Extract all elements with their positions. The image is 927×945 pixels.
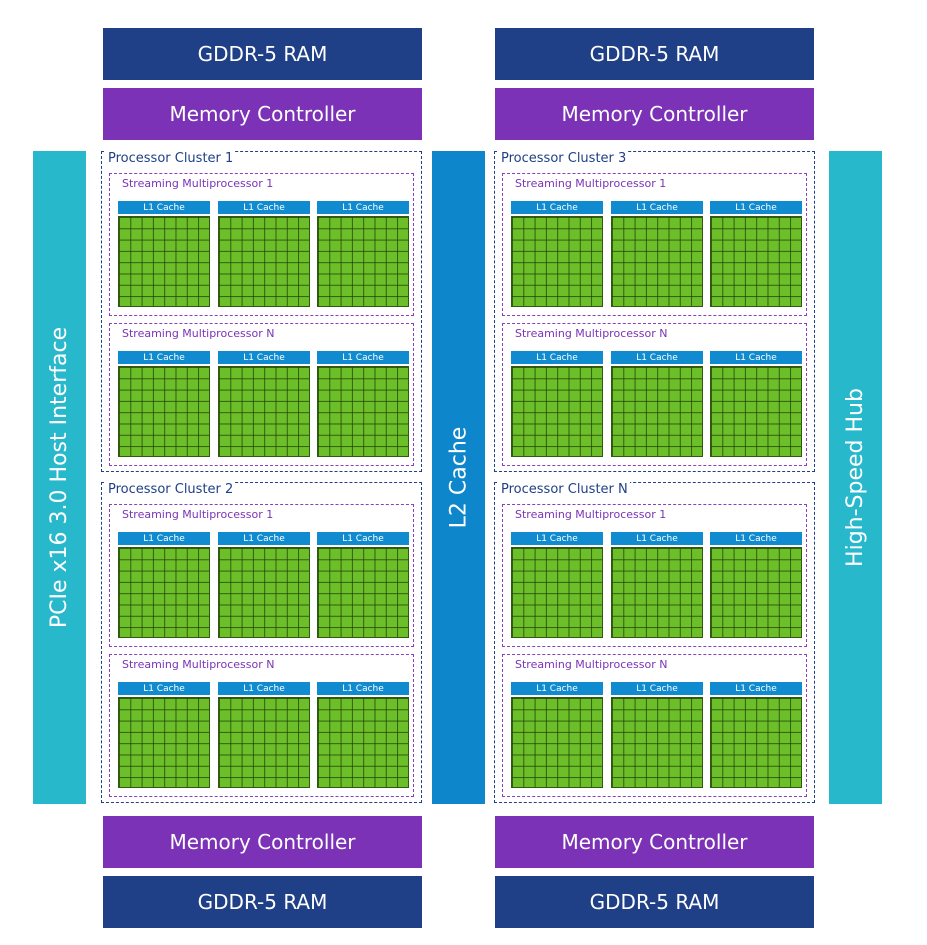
- cuda-core-grid: [611, 547, 703, 638]
- processor-cluster: Processor Cluster 3 Streaming Multiproces…: [494, 151, 815, 472]
- cuda-core-grid: [710, 216, 802, 307]
- cuda-core-grid: [611, 697, 703, 788]
- cuda-core-grid: [218, 547, 310, 638]
- cuda-core-grid: [118, 697, 210, 788]
- streaming-multiprocessor: Streaming Multiprocessor 1 L1 Cache L1 Cac…: [109, 504, 414, 647]
- l1-cache: L1 Cache: [218, 201, 310, 214]
- streaming-multiprocessor-title: Streaming Multiprocessor N: [122, 327, 275, 340]
- cuda-core-grid: [218, 216, 310, 307]
- hub-label: High-Speed Hub: [843, 388, 869, 567]
- streaming-multiprocessor: Streaming Multiprocessor 1 L1 Cache L1 Cac…: [109, 173, 414, 316]
- cuda-core-grid: [118, 366, 210, 457]
- cuda-core-grid: [710, 547, 802, 638]
- host-interface-label: PCIe x16 3.0 Host Interface: [47, 326, 72, 629]
- streaming-multiprocessor: Streaming Multiprocessor N L1 Cache L1 Cac…: [502, 654, 807, 797]
- processor-cluster: Processor Cluster 1 Streaming Multiproces…: [101, 151, 422, 472]
- cuda-core-grid: [317, 216, 409, 307]
- cuda-core-grid: [710, 697, 802, 788]
- l1-cache: L1 Cache: [611, 201, 703, 214]
- ram-label: GDDR-5 RAM: [589, 890, 720, 914]
- cuda-core-grid: [317, 366, 409, 457]
- l1-cache: L1 Cache: [710, 351, 802, 364]
- l1-cache: L1 Cache: [317, 201, 409, 214]
- gddr5-ram-top-right: GDDR-5 RAM: [495, 28, 814, 80]
- l1-cache: L1 Cache: [511, 351, 603, 364]
- l1-cache: L1 Cache: [118, 532, 210, 545]
- l1-cache: L1 Cache: [218, 682, 310, 695]
- streaming-multiprocessor: Streaming Multiprocessor 1 L1 Cache L1 Cac…: [502, 504, 807, 647]
- streaming-multiprocessor: Streaming Multiprocessor N L1 Cache L1 Cac…: [502, 323, 807, 466]
- gddr5-ram-bottom-left: GDDR-5 RAM: [103, 876, 422, 928]
- streaming-multiprocessor-title: Streaming Multiprocessor 1: [122, 177, 274, 190]
- l1-cache: L1 Cache: [710, 682, 802, 695]
- l1-cache: L1 Cache: [317, 682, 409, 695]
- memory-controller-bottom-right: Memory Controller: [495, 816, 814, 868]
- l1-cache: L1 Cache: [218, 351, 310, 364]
- l1-cache: L1 Cache: [611, 682, 703, 695]
- ram-label: GDDR-5 RAM: [197, 890, 328, 914]
- l1-cache: L1 Cache: [118, 201, 210, 214]
- processor-cluster-title: Processor Cluster 1: [106, 151, 236, 166]
- l1-cache: L1 Cache: [118, 351, 210, 364]
- streaming-multiprocessor-title: Streaming Multiprocessor 1: [122, 508, 274, 521]
- ram-label: GDDR-5 RAM: [197, 42, 328, 66]
- l1-cache: L1 Cache: [317, 532, 409, 545]
- cuda-core-grid: [511, 547, 603, 638]
- processor-cluster: Processor Cluster 2 Streaming Multiproces…: [101, 482, 422, 803]
- memory-controller-label: Memory Controller: [169, 102, 356, 126]
- memory-controller-top-left: Memory Controller: [103, 88, 422, 140]
- gddr5-ram-top-left: GDDR-5 RAM: [103, 28, 422, 80]
- cuda-core-grid: [118, 216, 210, 307]
- l1-cache: L1 Cache: [511, 201, 603, 214]
- l2-cache: L2 Cache: [432, 151, 485, 804]
- l1-cache: L1 Cache: [611, 351, 703, 364]
- memory-controller-label: Memory Controller: [561, 102, 748, 126]
- streaming-multiprocessor-title: Streaming Multiprocessor 1: [515, 177, 667, 190]
- cuda-core-grid: [511, 697, 603, 788]
- streaming-multiprocessor-title: Streaming Multiprocessor N: [122, 658, 275, 671]
- cuda-core-grid: [511, 216, 603, 307]
- ram-label: GDDR-5 RAM: [589, 42, 720, 66]
- l1-cache: L1 Cache: [317, 351, 409, 364]
- cuda-core-grid: [118, 547, 210, 638]
- cuda-core-grid: [710, 366, 802, 457]
- l1-cache: L1 Cache: [511, 532, 603, 545]
- processor-cluster-title: Processor Cluster N: [499, 482, 630, 497]
- streaming-multiprocessor: Streaming Multiprocessor N L1 Cache L1 Cac…: [109, 654, 414, 797]
- streaming-multiprocessor-title: Streaming Multiprocessor N: [515, 327, 668, 340]
- streaming-multiprocessor: Streaming Multiprocessor N L1 Cache L1 Cac…: [109, 323, 414, 466]
- streaming-multiprocessor-title: Streaming Multiprocessor 1: [515, 508, 667, 521]
- memory-controller-label: Memory Controller: [561, 830, 748, 854]
- memory-controller-bottom-left: Memory Controller: [103, 816, 422, 868]
- l1-cache: L1 Cache: [218, 532, 310, 545]
- processor-cluster-title: Processor Cluster 2: [106, 482, 236, 497]
- l1-cache: L1 Cache: [710, 532, 802, 545]
- high-speed-hub: High-Speed Hub: [829, 151, 882, 804]
- l2-cache-label: L2 Cache: [446, 426, 472, 529]
- memory-controller-top-right: Memory Controller: [495, 88, 814, 140]
- cuda-core-grid: [218, 366, 310, 457]
- l1-cache: L1 Cache: [511, 682, 603, 695]
- gddr5-ram-bottom-right: GDDR-5 RAM: [495, 876, 814, 928]
- l1-cache: L1 Cache: [710, 201, 802, 214]
- streaming-multiprocessor: Streaming Multiprocessor 1 L1 Cache L1 Cac…: [502, 173, 807, 316]
- cuda-core-grid: [317, 697, 409, 788]
- cuda-core-grid: [511, 366, 603, 457]
- l1-cache: L1 Cache: [611, 532, 703, 545]
- pcie-host-interface: PCIe x16 3.0 Host Interface: [33, 151, 86, 804]
- streaming-multiprocessor-title: Streaming Multiprocessor N: [515, 658, 668, 671]
- cuda-core-grid: [317, 547, 409, 638]
- processor-cluster: Processor Cluster N Streaming Multiproces…: [494, 482, 815, 803]
- memory-controller-label: Memory Controller: [169, 830, 356, 854]
- processor-cluster-title: Processor Cluster 3: [499, 151, 629, 166]
- cuda-core-grid: [611, 366, 703, 457]
- l1-cache: L1 Cache: [118, 682, 210, 695]
- cuda-core-grid: [611, 216, 703, 307]
- cuda-core-grid: [218, 697, 310, 788]
